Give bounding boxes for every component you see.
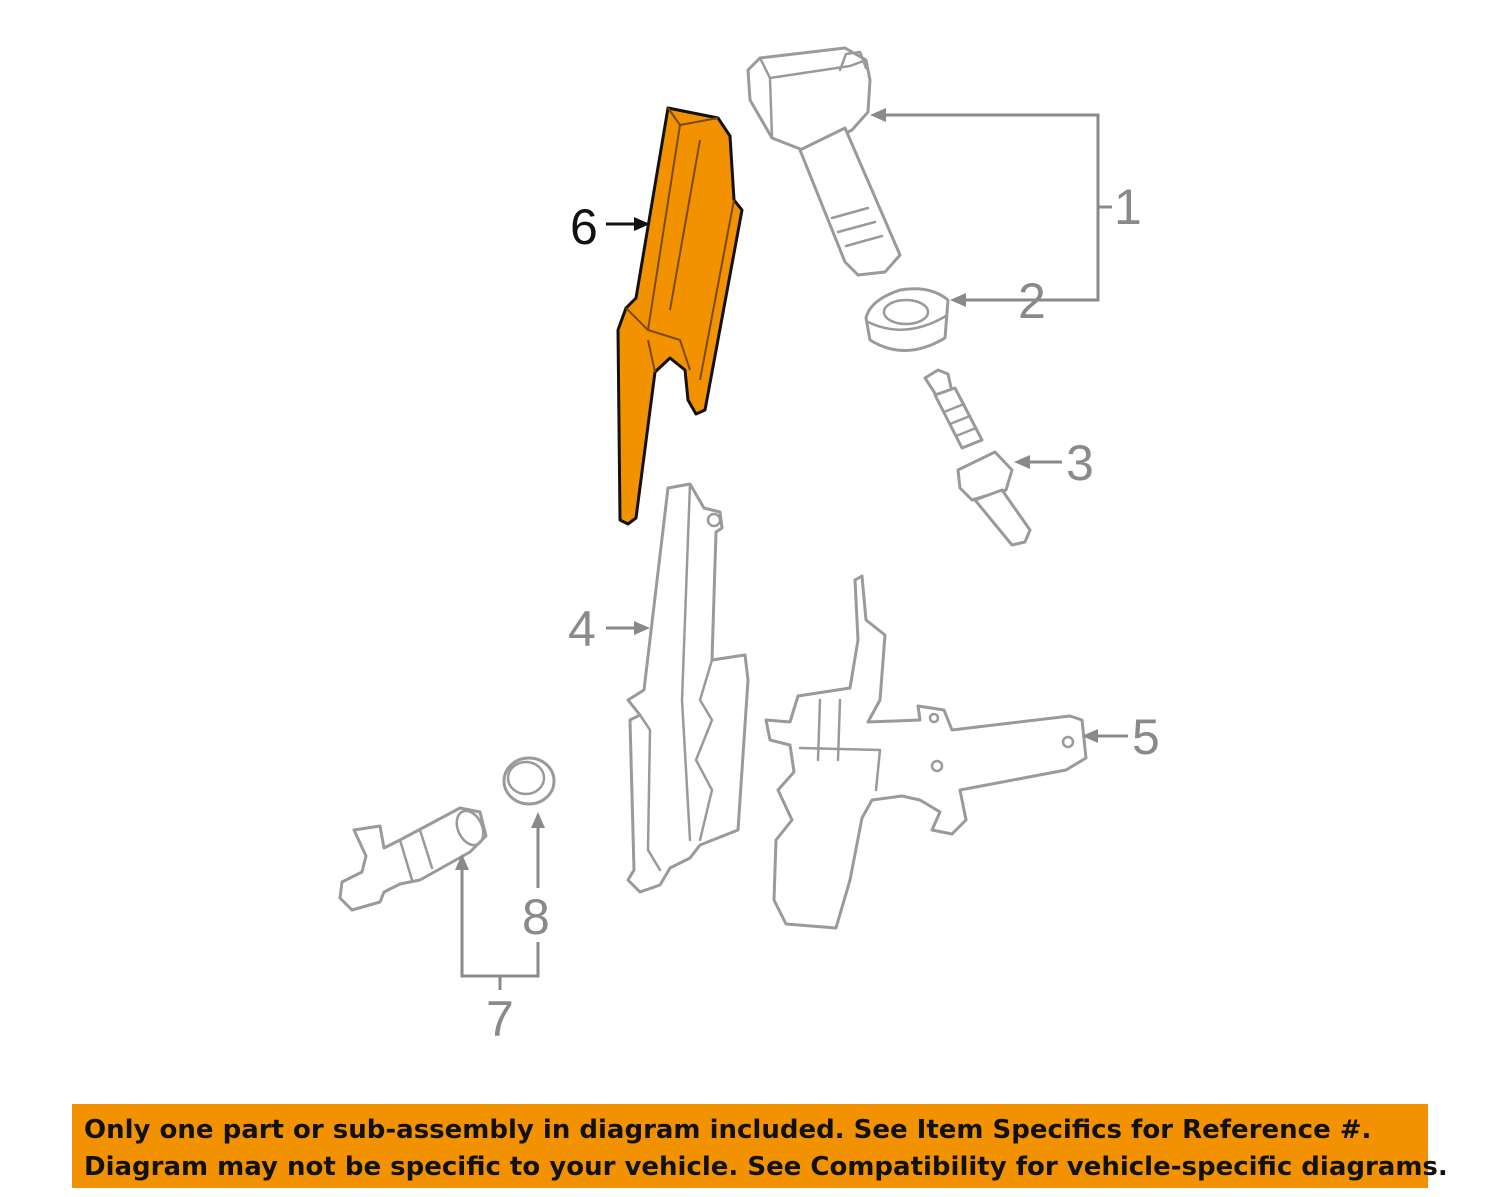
- control-module-bracket-part: [626, 482, 750, 894]
- callout-6: 6: [570, 199, 598, 255]
- callout-7: 7: [486, 991, 514, 1047]
- callout-3: 3: [1066, 435, 1094, 491]
- sensor-part: [338, 806, 488, 912]
- callout-2: 2: [1018, 273, 1046, 329]
- disclaimer-line-2: Diagram may not be specific to your vehi…: [84, 1152, 1448, 1182]
- bracket-part: [764, 574, 1088, 930]
- ignition-coil-part: [746, 46, 902, 277]
- highlighted-cover-part: [616, 106, 744, 526]
- disclaimer-line-1: Only one part or sub-assembly in diagram…: [84, 1115, 1372, 1145]
- spark-plug-part: [923, 368, 1032, 547]
- seal-ring-part: [864, 287, 950, 352]
- callout-numbers: 1 2 3 4 5 6 7 8: [486, 179, 1160, 1047]
- callout-5: 5: [1132, 709, 1160, 765]
- callout-leaders: [455, 108, 1128, 990]
- o-ring-part: [502, 756, 556, 806]
- callout-4: 4: [568, 601, 596, 657]
- callout-1: 1: [1114, 179, 1142, 235]
- parts-diagram: 1 2 3 4 5 6 7 8: [338, 46, 1160, 1047]
- disclaimer-banner: Only one part or sub-assembly in diagram…: [72, 1104, 1448, 1188]
- callout-8: 8: [522, 889, 550, 945]
